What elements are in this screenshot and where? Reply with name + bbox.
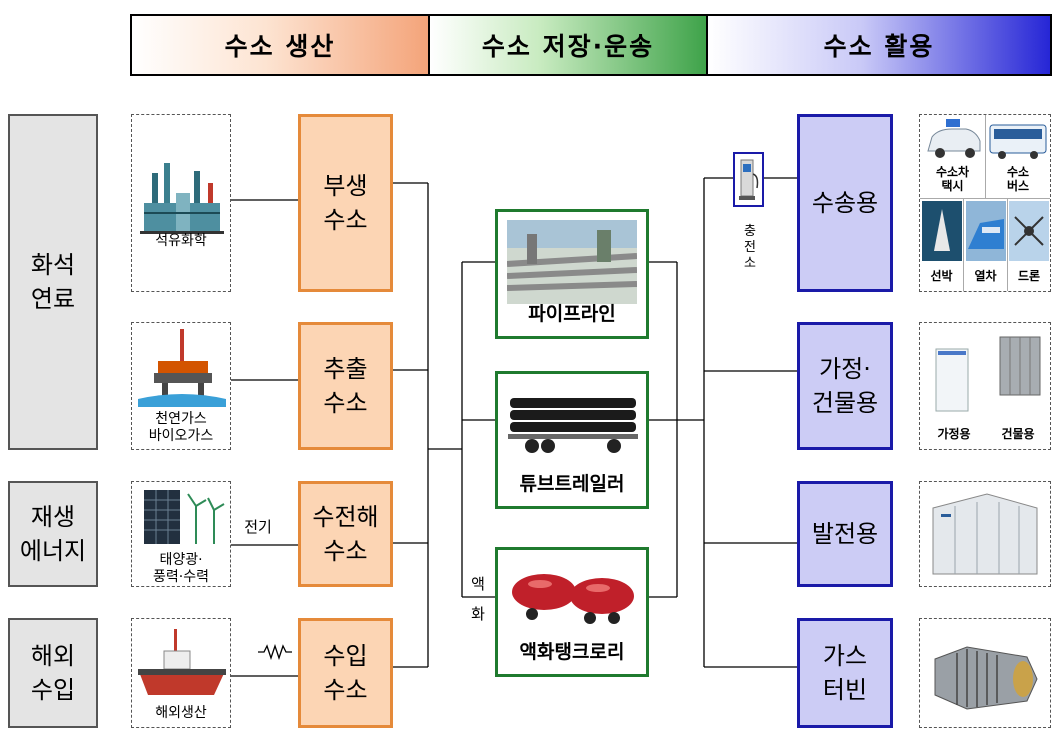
use-gas-turbine: 가스 터빈	[797, 618, 893, 728]
home-building-images-box: 가정용 건물용	[919, 322, 1051, 450]
resistor-symbol-icon	[258, 644, 292, 660]
gas-turbine-image-box	[919, 618, 1051, 728]
gas-label: 천연가스 바이오가스	[148, 411, 214, 444]
ship-label: 선박	[930, 269, 953, 283]
stage-production: 수소 생산	[132, 16, 430, 74]
charging-station-icon	[739, 159, 759, 200]
home-label: 가정용	[937, 427, 971, 441]
taxi-cell: 수소차 택시	[920, 115, 986, 199]
solar-wind-icon	[144, 490, 225, 544]
source-renewable: 재생 에너지	[8, 481, 98, 587]
building-fuel-cell-icon	[999, 336, 1041, 396]
liquefaction-label-2: 화	[471, 605, 485, 623]
transport-images-box: 수소차 택시 수소 버스 선박 열차 드론	[919, 114, 1051, 292]
transport-tube-trailer: 튜브트레일러	[495, 371, 649, 509]
transport-liquid-tank: 액화탱크로리	[495, 547, 649, 677]
use-home-building: 가정· 건물용	[797, 322, 893, 450]
charging-station-label: 충 전 소	[744, 224, 756, 271]
import-image-box: 해외생산	[131, 618, 231, 728]
hydrogen-car-icon	[927, 119, 981, 158]
source-overseas: 해외 수입	[8, 618, 98, 728]
charging-station-box	[733, 152, 764, 207]
bus-cell: 수소 버스	[986, 115, 1050, 199]
power-image-box	[919, 481, 1051, 587]
renewable-image-box: 태양광· 풍력·수력	[131, 481, 231, 587]
stage-banner: 수소 생산 수소 저장·운송 수소 활용	[130, 14, 1052, 76]
pipeline-label: 파이프라인	[528, 303, 616, 325]
gas-image-box: 천연가스 바이오가스	[131, 322, 231, 450]
power-generator-icon	[932, 493, 1038, 575]
home-fuel-cell-icon	[935, 348, 969, 412]
ship-cell: 선박	[920, 199, 964, 291]
offshore-platform-icon	[138, 329, 226, 407]
refinery-icon	[140, 163, 224, 234]
renewable-label: 태양광· 풍력·수력	[153, 552, 209, 585]
petrochemical-image-box: 석유화학	[131, 114, 231, 292]
use-transport: 수송용	[797, 114, 893, 292]
transport-pipeline: 파이프라인	[495, 209, 649, 339]
liquid-tank-label: 액화탱크로리	[519, 641, 625, 663]
source-fossil: 화석 연료	[8, 114, 98, 450]
electricity-label: 전기	[244, 518, 272, 536]
drone-label: 드론	[1017, 269, 1041, 283]
drone-cell: 드론	[1008, 199, 1050, 291]
production-electrolysis: 수전해 수소	[298, 481, 393, 587]
tube-trailer-icon	[508, 398, 638, 453]
stage-usage: 수소 활용	[708, 16, 1050, 74]
hydrogen-bus-icon	[989, 124, 1047, 159]
train-label: 열차	[974, 269, 997, 283]
ship-icon	[922, 201, 962, 261]
liquid-tank-lorry-icon	[512, 574, 634, 624]
production-byproduct: 부생 수소	[298, 114, 393, 292]
drone-icon	[1009, 201, 1049, 261]
taxi-label: 수소차 택시	[935, 165, 970, 193]
stage-storage-transport: 수소 저장·운송	[430, 16, 708, 74]
import-label: 해외생산	[155, 705, 207, 721]
bus-label: 수소 버스	[1006, 165, 1030, 193]
production-extraction: 추출 수소	[298, 322, 393, 450]
gas-turbine-icon	[934, 646, 1038, 710]
pipeline-icon	[507, 220, 637, 304]
production-import: 수입 수소	[298, 618, 393, 728]
petrochemical-label: 석유화학	[155, 233, 207, 249]
use-power: 발전용	[797, 481, 893, 587]
liquefaction-label-1: 액	[471, 575, 485, 593]
tanker-ship-icon	[138, 629, 226, 695]
train-icon	[966, 201, 1006, 261]
tube-trailer-label: 튜브트레일러	[519, 473, 625, 495]
train-cell: 열차	[964, 199, 1008, 291]
building-label: 건물용	[1001, 427, 1035, 441]
